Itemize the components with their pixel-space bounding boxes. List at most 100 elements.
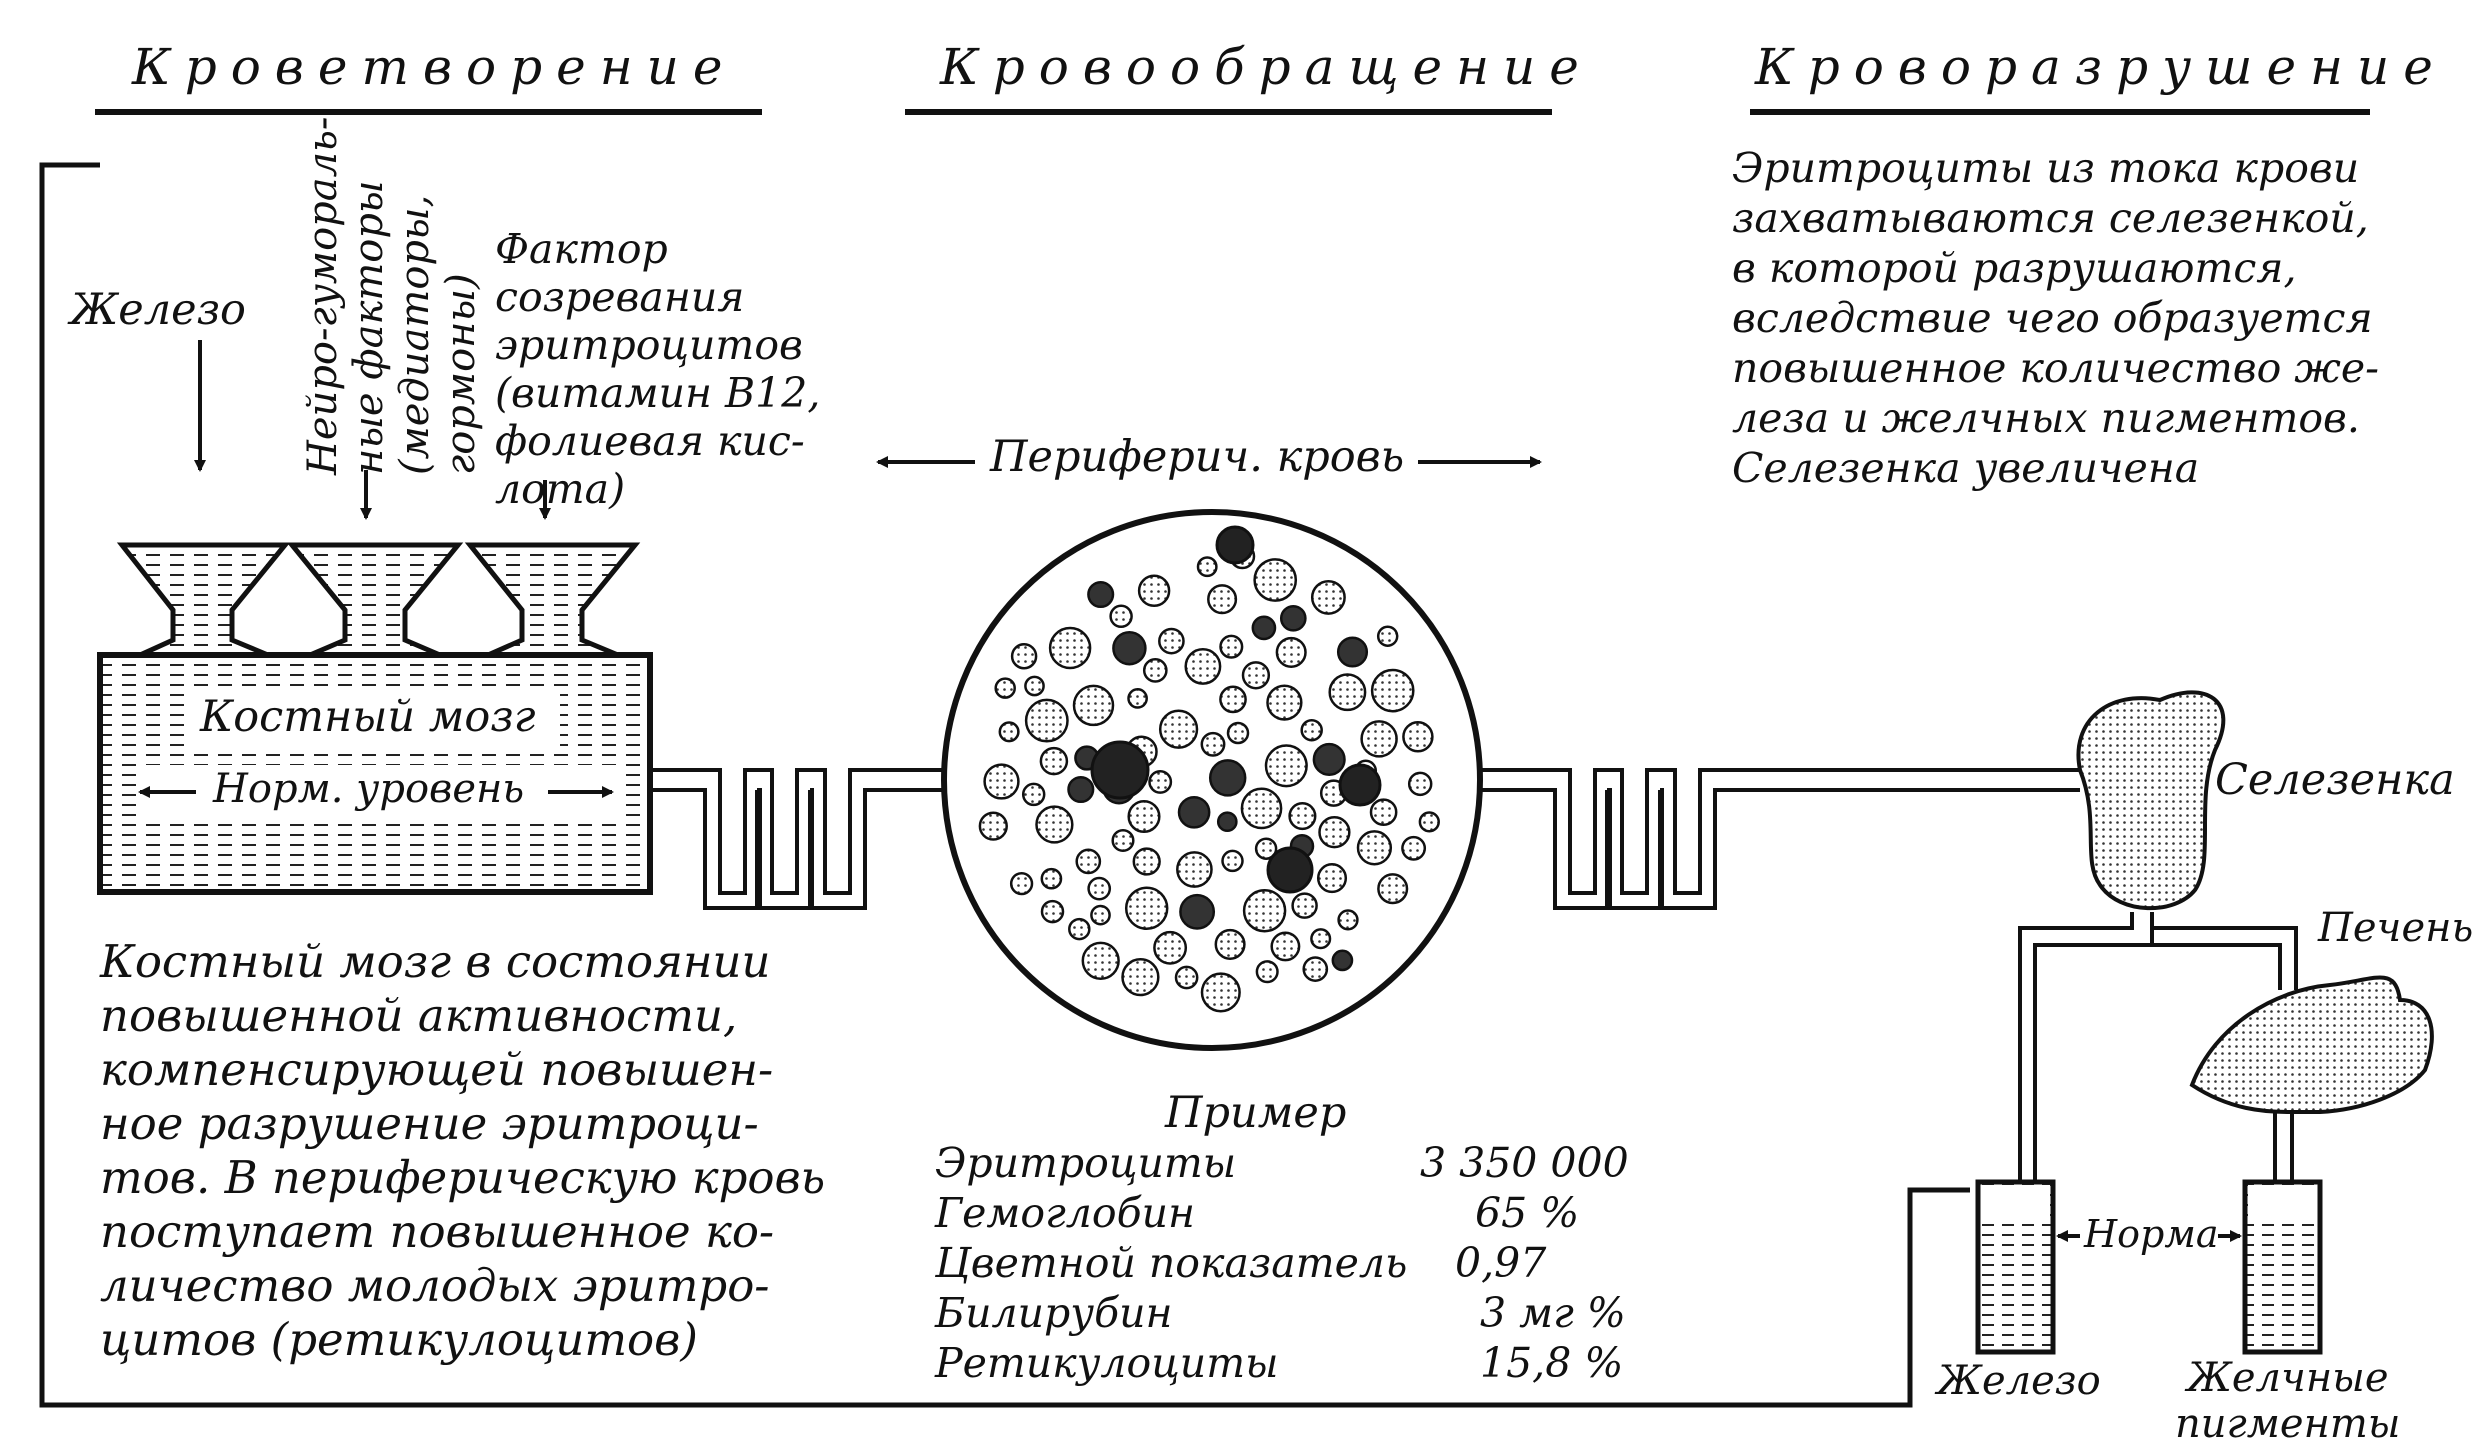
example-row-value: 3 350 000	[1420, 1139, 1629, 1187]
blood-cell	[1200, 972, 1241, 1013]
blood-cell	[1068, 917, 1091, 941]
blood-cell	[1010, 642, 1038, 670]
blood-cell	[1214, 928, 1246, 960]
pipe-left	[650, 768, 950, 910]
blood-cell	[978, 811, 1008, 841]
blood-cell	[1254, 837, 1278, 860]
tube-bile	[2242, 1179, 2323, 1355]
blood-cell	[1418, 811, 1440, 833]
pipe-liver-tube	[2273, 1110, 2294, 1182]
blood-cell	[1132, 847, 1161, 876]
pipe-right	[1475, 768, 2080, 910]
blood-cell	[1377, 873, 1409, 905]
funnel-maturation	[464, 542, 641, 658]
marrow-note: Костный мозг в состоянии повышенной акти…	[100, 935, 826, 1366]
example-row-name: Гемоглобин	[935, 1189, 1196, 1237]
blood-cell	[1360, 720, 1398, 758]
blood-cell	[1310, 928, 1332, 950]
blood-cell	[1270, 931, 1301, 962]
blood-cell	[1279, 604, 1307, 632]
blood-cell	[1024, 675, 1045, 697]
input-neurohumoral-label: Нейро-гумораль- ные факторы (медиаторы, …	[300, 116, 484, 475]
norm-label: Норма	[2084, 1212, 2219, 1256]
blood-cell	[1240, 787, 1283, 830]
blood-cell	[1200, 731, 1226, 757]
blood-cell	[1137, 574, 1171, 608]
peripheral-blood-label: Периферич. кровь	[990, 432, 1405, 482]
funnel-neurohumoral	[286, 542, 464, 658]
header-circulation: Кровообращение	[940, 38, 1593, 96]
blood-cell	[1177, 795, 1211, 829]
blood-cell	[1275, 636, 1307, 668]
blood-cell	[1312, 742, 1346, 776]
blood-cell	[1221, 849, 1244, 873]
example-row-value: 65 %	[1475, 1189, 1580, 1237]
blood-cell	[1318, 816, 1351, 849]
spleen-shape	[2076, 690, 2226, 911]
blood-cell	[1370, 668, 1415, 713]
blood-cell	[1300, 718, 1323, 742]
tube-iron-label: Железо	[1937, 1358, 2101, 1404]
blood-cell	[1124, 886, 1169, 931]
input-arrows	[194, 340, 551, 520]
nucleated-cell	[1090, 740, 1150, 800]
blood-cell	[1376, 625, 1399, 647]
blood-cell	[1111, 828, 1135, 853]
norm-level-label: Норм. уровень	[213, 766, 525, 812]
blood-cell	[1369, 798, 1398, 827]
blood-cell	[1310, 579, 1346, 615]
blood-cell	[1176, 851, 1213, 888]
blood-cell	[1266, 684, 1303, 721]
header-destruction: Кроворазрушение	[1755, 38, 2447, 96]
blood-cell	[1242, 888, 1287, 933]
blood-cell	[1407, 771, 1433, 797]
blood-cell	[1264, 744, 1308, 788]
blood-cell	[1087, 580, 1115, 609]
blood-cell	[1356, 830, 1393, 866]
blood-cell	[1241, 661, 1271, 690]
funnels	[116, 542, 641, 658]
nucleated-cell	[1215, 525, 1255, 565]
example-row-name: Ретикулоциты	[935, 1339, 1279, 1387]
tube-bile-label: Желчные пигменты	[2175, 1355, 2401, 1447]
blood-cell	[1040, 899, 1065, 924]
blood-cell	[1072, 684, 1115, 727]
blood-cell	[1035, 805, 1074, 844]
liver-label: Печень	[2318, 905, 2474, 951]
blood-cell	[1251, 615, 1277, 641]
blood-cell	[1112, 630, 1147, 666]
blood-cell	[1067, 775, 1095, 804]
bone-marrow-label-box	[190, 690, 560, 746]
example-title: Пример	[1165, 1088, 1347, 1138]
blood-cell	[1331, 949, 1354, 972]
bone-marrow-label: Костный мозг	[200, 692, 536, 742]
blood-cell	[1226, 721, 1250, 745]
blood-cell	[1219, 634, 1244, 659]
blood-cell	[1219, 685, 1247, 714]
input-maturation-label: Фактор созревания эритроцитов (витамин B…	[495, 225, 821, 513]
nucleated-cell	[1266, 846, 1314, 894]
blood-cell	[994, 677, 1016, 699]
blood-cell	[1081, 941, 1120, 980]
header-hematopoiesis: Кроветворение	[132, 38, 737, 96]
blood-cell	[1184, 647, 1222, 685]
blood-cell	[1174, 965, 1199, 990]
blood-cell	[1148, 769, 1173, 794]
tube-iron	[1975, 1179, 2056, 1355]
blood-cell	[998, 721, 1020, 743]
blood-cells	[978, 525, 1440, 1013]
blood-cell	[1127, 688, 1148, 709]
blood-cell	[1040, 867, 1063, 890]
blood-cell	[1291, 892, 1318, 919]
blood-cell	[1402, 721, 1434, 753]
blood-cell	[1158, 627, 1185, 655]
blood-cell	[1401, 835, 1427, 861]
pipe-spleen-branch	[2018, 912, 2298, 1182]
input-iron-label: Железо	[70, 285, 246, 335]
blood-cell	[1153, 930, 1188, 965]
spleen-label: Селезенка	[2215, 755, 2455, 805]
nucleated-cell	[1338, 763, 1382, 807]
